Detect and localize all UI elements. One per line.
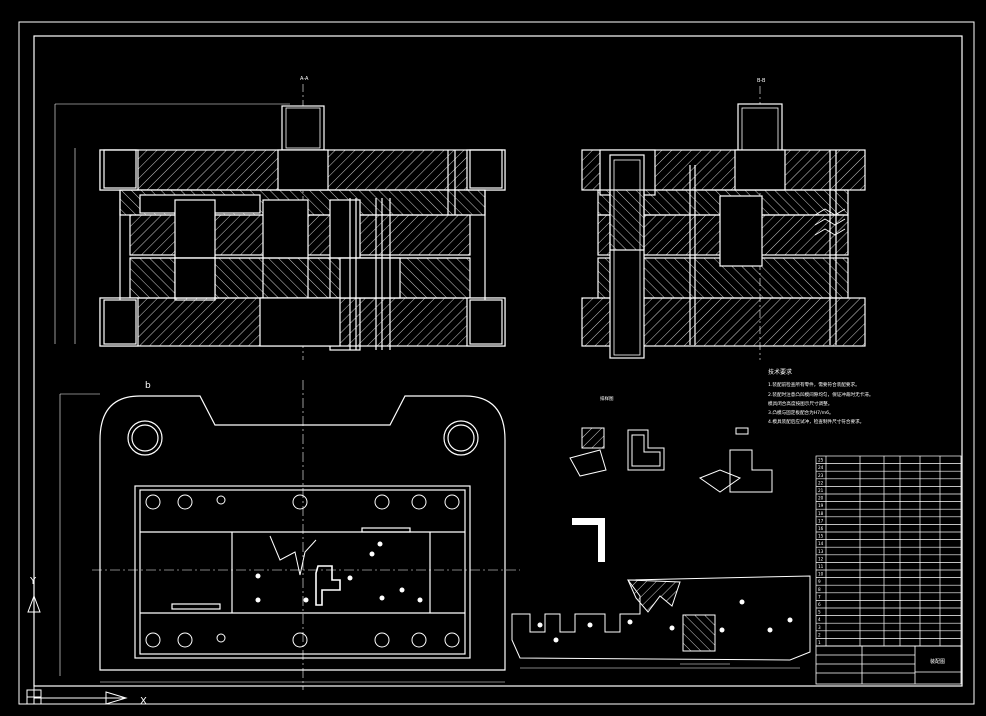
bom-row-number: 21 <box>818 488 824 493</box>
bom-row-number: 7 <box>818 594 821 599</box>
bom-row-number: 10 <box>818 572 824 577</box>
notes-line-3: 模具闭合高度按图示尺寸调整。 <box>768 400 832 407</box>
part-details-label: 排样图 <box>600 395 614 402</box>
bom-row-number: 2 <box>818 632 821 637</box>
bom-row-number: 24 <box>818 465 824 470</box>
title-block: 装配图 <box>815 645 962 685</box>
front-section-view: A-A <box>54 76 506 360</box>
notes-line-2: 2.装配时注意凸凹模间隙均匀，保证冲裁时无卡滞。 <box>768 391 873 398</box>
bom-row-number: 3 <box>818 625 821 630</box>
bom-row-number: 1 <box>818 640 821 645</box>
technical-notes: 技术要求 1.装配前检查所有零件，需要符合装配要求。 2.装配时注意凸凹模间隙均… <box>768 368 873 425</box>
ucs-x-label: X <box>140 696 147 707</box>
bom-row-number: 16 <box>818 526 824 531</box>
bom-row-number: 19 <box>818 503 824 508</box>
notes-line-1: 1.装配前检查所有零件，需要符合装配要求。 <box>768 381 860 388</box>
plan-view: b <box>59 380 520 690</box>
ucs-icon: Y X <box>26 576 147 707</box>
bom-row-number: 25 <box>818 458 824 463</box>
bom-row-number: 11 <box>818 564 824 569</box>
bom-row-number: 15 <box>818 534 824 539</box>
bom-row-number: 23 <box>818 473 824 478</box>
notes-heading: 技术要求 <box>768 368 792 376</box>
bom-row-number: 14 <box>818 541 824 546</box>
bom-row-number: 5 <box>818 610 821 615</box>
bom-row-number: 22 <box>818 480 824 485</box>
bom-row-number: 4 <box>818 617 821 622</box>
inner-frame <box>33 35 963 687</box>
front-view-label: A-A <box>300 76 309 82</box>
bom-row-number: 6 <box>818 602 821 607</box>
title-block-title: 装配图 <box>930 658 945 665</box>
notes-line-5: 4.模具装配后应试冲，检查制件尺寸符合要求。 <box>768 418 864 425</box>
side-view-label: B-B <box>757 78 766 84</box>
bom-row-number: 20 <box>818 496 824 501</box>
ucs-y-label: Y <box>29 576 37 587</box>
bom-row-number: 9 <box>818 579 821 584</box>
plan-view-marker: b <box>145 381 151 391</box>
bom-row-number: 13 <box>818 549 824 554</box>
notes-line-4: 3.凸模与固定板配合为H7/m6。 <box>768 409 834 416</box>
bom-row-number: 17 <box>818 518 824 523</box>
part-details: 排样图 <box>569 395 773 562</box>
bom-row-number: 8 <box>818 587 821 592</box>
bill-of-materials: 2524232221201918171615141312111098765432… <box>815 455 962 647</box>
side-section-view: B-B <box>581 78 866 360</box>
bom-row-number: 12 <box>818 556 824 561</box>
strip-layout <box>511 575 811 669</box>
bom-row-number: 18 <box>818 511 824 516</box>
outer-frame <box>18 21 975 705</box>
